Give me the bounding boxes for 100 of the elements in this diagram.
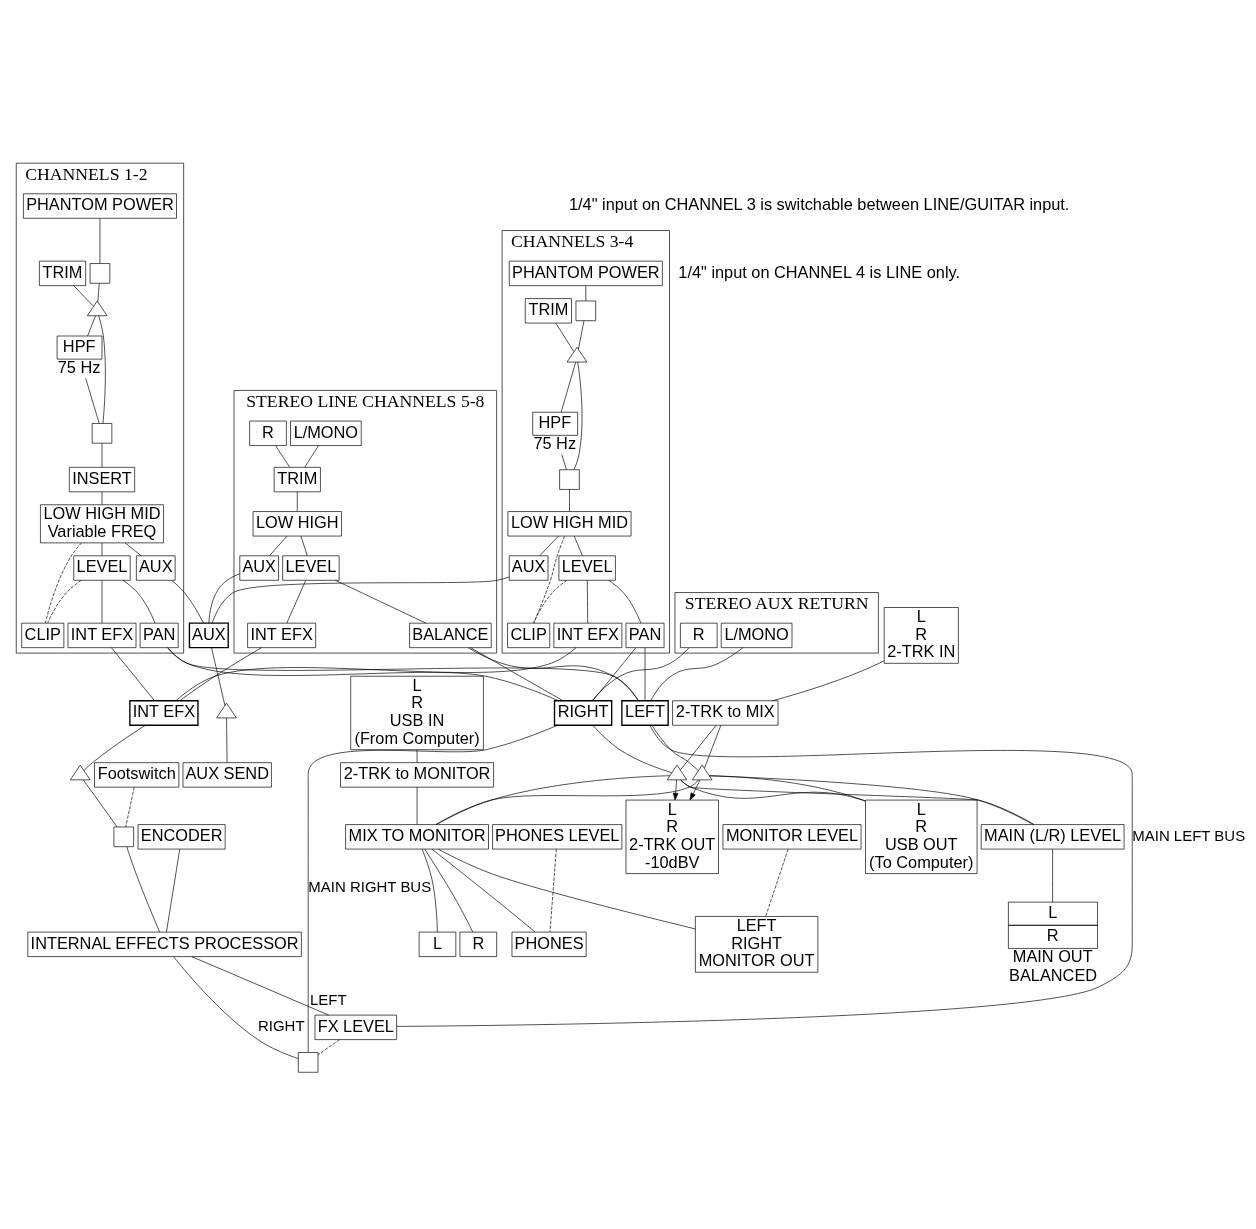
connector — [173, 955, 299, 1059]
connector — [99, 217, 101, 264]
connector — [573, 535, 583, 556]
connector — [533, 535, 565, 623]
connector — [122, 579, 156, 623]
connector — [470, 646, 564, 701]
connector — [644, 646, 646, 701]
connector — [592, 646, 637, 701]
node-box: 2-TRK to MIX — [672, 699, 779, 726]
connector — [561, 453, 567, 470]
node-box: CLIP — [507, 622, 551, 648]
node-box: TRIM — [39, 260, 86, 286]
connector — [421, 848, 438, 932]
connector — [709, 775, 1034, 825]
node-box: INT EFX — [67, 622, 137, 648]
node-box: AUX — [136, 554, 176, 581]
connector — [424, 848, 474, 932]
node-triangle — [216, 702, 237, 718]
connector — [211, 646, 226, 706]
connector — [126, 845, 160, 932]
arrow — [672, 779, 679, 800]
connector — [211, 576, 510, 623]
node-box: PHANTOM POWER — [23, 192, 177, 219]
connector — [555, 322, 575, 352]
connector — [191, 955, 330, 1015]
node-box: FX LEVEL — [314, 1014, 397, 1040]
node-label: BALANCED — [1009, 965, 1098, 984]
connector — [569, 488, 570, 512]
node-box: LEFT — [621, 699, 669, 726]
connector — [416, 786, 418, 825]
connector — [437, 848, 696, 929]
node-box: LEVEL — [558, 554, 616, 581]
connector — [680, 724, 717, 770]
connector — [166, 848, 181, 932]
arrow — [689, 779, 701, 800]
node-box: R — [680, 622, 718, 648]
node-box: 2-TRK to MONITOR — [340, 761, 494, 787]
node-box: BALANCE — [409, 622, 492, 648]
node-triangle — [70, 764, 91, 780]
node-box: LOW HIGH MID Variable FREQ — [40, 503, 164, 543]
connector — [650, 646, 744, 701]
connector — [704, 724, 722, 768]
node-box — [559, 468, 580, 490]
connector — [709, 774, 866, 801]
connector — [436, 774, 671, 825]
node-box: L R USB OUT (To Computer) — [865, 799, 978, 874]
node-triangle — [666, 764, 688, 780]
node-box: LOW HIGH — [252, 510, 342, 536]
connector — [591, 647, 690, 701]
node-box: LOW HIGH MID — [507, 510, 632, 536]
node-box: PAN — [625, 622, 665, 648]
node-triangle — [691, 764, 713, 780]
node-box: TRIM — [273, 466, 321, 492]
connector — [307, 724, 558, 1053]
connector — [296, 491, 298, 512]
connector — [300, 535, 308, 556]
connector — [83, 724, 146, 771]
node-box: INT EFX — [247, 622, 316, 648]
connector — [304, 444, 319, 467]
connector — [335, 579, 427, 623]
connector — [533, 579, 568, 623]
connector — [97, 282, 100, 302]
connector — [111, 646, 155, 701]
connector — [87, 315, 96, 336]
connector — [651, 724, 699, 771]
node-box: INTERNAL EFFECTS PROCESSOR — [27, 931, 302, 957]
connector — [586, 579, 589, 623]
node-box: HPF — [56, 335, 103, 359]
node-box — [89, 262, 111, 284]
connector — [585, 284, 587, 301]
connector — [416, 748, 418, 763]
node-box — [297, 1051, 319, 1073]
connector — [578, 320, 585, 350]
node-box: LEVEL — [73, 554, 131, 581]
connector — [772, 660, 885, 701]
node-box: MONITOR LEVEL — [722, 823, 862, 849]
connector — [47, 579, 82, 623]
node-box: LEFT RIGHT MONITOR OUT — [695, 915, 819, 973]
node-box: RIGHT — [553, 699, 613, 726]
label: 1/4" input on CHANNEL 3 is switchable between LINE/GUITAR input. — [569, 194, 1070, 213]
node-box: AUX — [508, 554, 549, 581]
connector — [317, 1038, 340, 1055]
connector — [85, 377, 100, 424]
connector — [539, 535, 559, 556]
node-box: PHONES LEVEL — [492, 823, 623, 849]
node-box: TRIM — [524, 297, 572, 323]
connector — [179, 646, 262, 701]
connector — [435, 779, 699, 825]
connector — [468, 646, 639, 701]
connector — [83, 779, 118, 827]
connector — [680, 779, 1035, 825]
connector — [286, 579, 306, 623]
node-box — [113, 826, 134, 847]
node-box: Footswitch — [94, 761, 180, 787]
connector — [573, 361, 583, 470]
connector — [560, 361, 576, 412]
node-box: PHANTOM POWER — [508, 260, 663, 286]
node-box: L R USB IN (From Computer) — [350, 675, 484, 750]
node-triangle — [87, 300, 108, 316]
node-label: MAIN OUT — [1012, 946, 1093, 965]
